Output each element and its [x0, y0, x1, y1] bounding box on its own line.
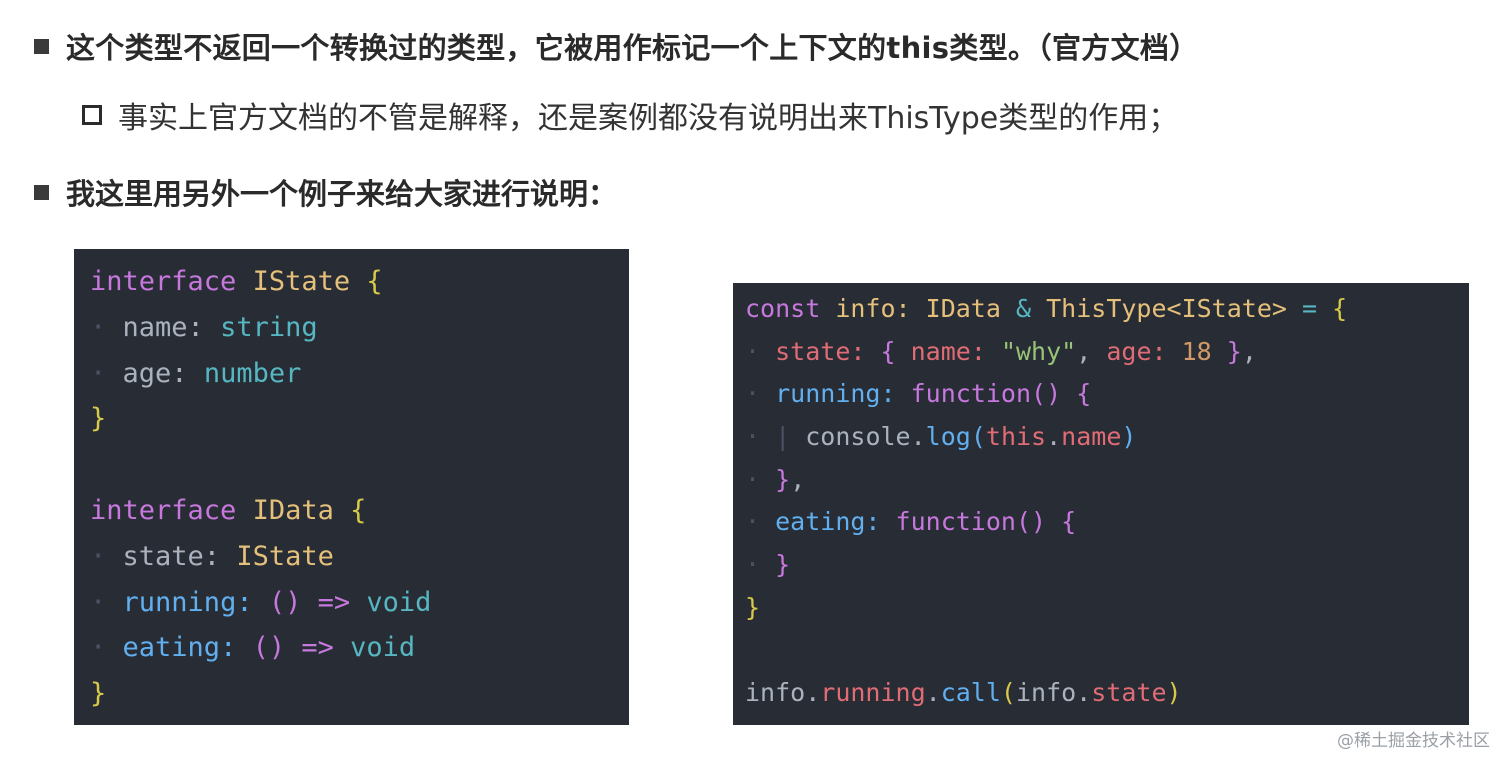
code-token: } — [775, 464, 791, 494]
code-token: . — [1046, 422, 1062, 452]
code-token: function() — [895, 507, 1047, 537]
code-token: , — [1076, 336, 1092, 366]
code-line: · }, — [745, 464, 806, 494]
code-block-usage: const info: IData & ThisType<IState> = {… — [733, 283, 1469, 725]
code-line — [90, 442, 629, 488]
code-line: · age: number — [90, 357, 302, 389]
code-token: , — [1241, 336, 1257, 366]
code-line: · } — [745, 550, 791, 580]
code-token: 18 — [1181, 336, 1212, 366]
code-token: running: — [775, 379, 896, 409]
code-token: , — [790, 464, 806, 494]
code-token: info. — [745, 678, 821, 708]
code-token: = — [1302, 294, 1318, 323]
code-token: => — [317, 586, 351, 618]
code-token: void — [366, 586, 432, 618]
bullet-2: 事实上官方文档的不管是解释，还是案例都没有说明出来ThisType类型的作用； — [82, 95, 1179, 136]
code-token: } — [775, 550, 791, 580]
code-token: } — [90, 403, 107, 435]
code-line: · running: () => void — [90, 586, 432, 618]
code-token: ) — [1166, 678, 1182, 708]
code-token: interface — [90, 494, 237, 526]
bullet-3: 我这里用另外一个例子来给大家进行说明： — [34, 172, 617, 212]
code-token: IData — [925, 294, 1001, 323]
code-token: function() — [910, 379, 1062, 409]
code-token: this — [985, 422, 1047, 452]
bullet-3-text: 我这里用另外一个例子来给大家进行说明： — [66, 177, 618, 211]
code-token: } — [1226, 336, 1242, 366]
code-token: running — [820, 678, 926, 708]
code-token: { — [366, 266, 383, 297]
code-token: interface — [90, 266, 237, 297]
code-token: void — [350, 632, 416, 664]
code-token: string — [220, 311, 318, 343]
code-line: info.running.call(info.state) — [745, 672, 1469, 715]
code-token: console. — [805, 422, 926, 452]
code-token: () — [268, 586, 302, 618]
code-token: eating: — [775, 507, 881, 537]
code-token: { — [1332, 294, 1348, 323]
code-token: & — [1015, 294, 1032, 323]
code-token: number — [203, 357, 302, 389]
code-token: log — [925, 422, 971, 452]
code-token: state: — [775, 336, 866, 366]
code-token: () — [252, 632, 286, 664]
code-line: · state: { name: "why", age: 18 }, — [745, 336, 1257, 366]
code-token: info. — [1015, 678, 1092, 708]
code-token: => — [301, 632, 334, 664]
code-token: info: — [835, 294, 911, 323]
code-token: IData — [252, 494, 334, 526]
code-token: ( — [1000, 678, 1016, 708]
code-token: { — [350, 494, 367, 526]
code-line: · running: function() { — [745, 379, 1092, 409]
code-line: · eating: () => void — [90, 632, 416, 664]
code-token: state — [1091, 678, 1167, 708]
code-token: call — [940, 678, 1001, 708]
code-token: "why" — [1000, 336, 1077, 366]
code-token: } — [745, 592, 761, 622]
code-line: } — [90, 671, 629, 717]
code-token: running: — [122, 586, 253, 618]
code-token: ( — [970, 422, 986, 452]
code-token: ) — [1121, 422, 1137, 452]
hollow-square-bullet-icon — [82, 105, 102, 125]
code-line: } — [745, 587, 1469, 630]
code-line: · name: string — [90, 311, 318, 343]
code-token: { — [1061, 507, 1077, 537]
bullet-2-text: 事实上官方文档的不管是解释，还是案例都没有说明出来ThisType类型的作用； — [118, 101, 1179, 136]
code-line: interface IState { — [90, 259, 629, 305]
filled-square-bullet-icon — [34, 38, 49, 54]
code-token: ThisType<IState> — [1046, 294, 1287, 323]
bullet-1-text: 这个类型不返回一个转换过的类型，它被用作标记一个上下文的this类型。（官方文档… — [66, 31, 1199, 65]
code-token: IState — [252, 266, 351, 297]
code-token: name: — [122, 311, 204, 343]
code-line — [745, 630, 1469, 673]
bullet-1: 这个类型不返回一个转换过的类型，它被用作标记一个上下文的this类型。（官方文档… — [34, 26, 1199, 66]
code-token: age: — [1106, 336, 1167, 366]
code-token: IState — [236, 540, 334, 572]
code-line: interface IData { — [90, 488, 629, 534]
code-token: { — [880, 336, 896, 366]
filled-square-bullet-icon — [34, 184, 49, 200]
code-line: } — [90, 396, 629, 442]
code-token: name: — [910, 336, 986, 366]
watermark: @稀土掘金技术社区 — [1337, 731, 1490, 751]
code-block-interfaces: interface IState { · name: string · age:… — [74, 249, 629, 725]
code-token: state: — [122, 540, 221, 572]
code-token: { — [1076, 379, 1092, 409]
code-token: . — [925, 678, 941, 708]
code-token: name — [1061, 422, 1122, 452]
code-line: const info: IData & ThisType<IState> = { — [745, 288, 1469, 331]
code-token: const — [745, 294, 821, 323]
code-token: } — [90, 678, 107, 710]
code-token: age: — [122, 357, 188, 389]
code-line: · | console.log(this.name) — [745, 422, 1137, 452]
code-token: eating: — [122, 632, 237, 664]
code-line: · eating: function() { — [745, 507, 1077, 537]
code-line: · state: IState — [90, 540, 334, 572]
